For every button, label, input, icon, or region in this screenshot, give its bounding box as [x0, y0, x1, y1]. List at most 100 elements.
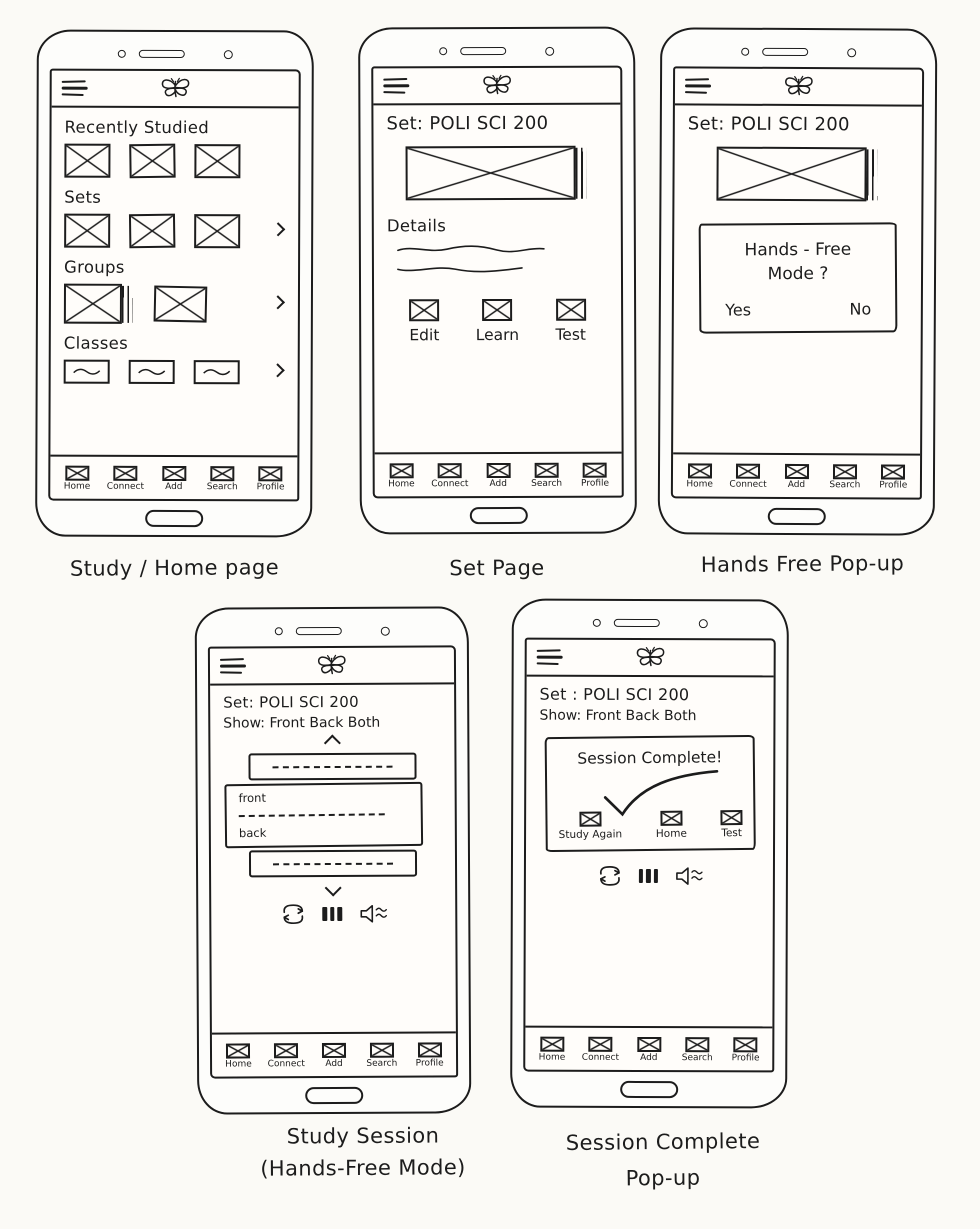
home-hardware-button[interactable]	[767, 507, 826, 526]
nav-connect[interactable]: Connect	[102, 461, 150, 497]
speaker-icon[interactable]	[673, 865, 703, 887]
menu-icon[interactable]	[61, 80, 88, 97]
nav-connect[interactable]: Connect	[577, 1032, 625, 1068]
nav-search[interactable]: Search	[198, 461, 246, 497]
connect-icon	[113, 465, 138, 481]
show-mode-label[interactable]: Show: Front Back Both	[223, 714, 381, 732]
nav-add[interactable]: Add	[311, 1038, 358, 1074]
nav-search[interactable]: Search	[821, 459, 869, 495]
learn-icon	[482, 298, 513, 322]
no-button[interactable]: No	[848, 299, 871, 319]
yes-button[interactable]: Yes	[724, 299, 751, 320]
nav-label: Profile	[731, 1053, 760, 1064]
app-bar	[373, 67, 621, 106]
show-mode-label[interactable]: Show: Front Back Both	[539, 707, 697, 725]
nav-home[interactable]: Home	[528, 1032, 576, 1068]
cards-icon[interactable]	[322, 906, 343, 922]
home-hardware-button[interactable]	[469, 506, 528, 525]
connect-icon	[274, 1043, 299, 1059]
nav-connect[interactable]: Connect	[426, 458, 474, 494]
home-hardware-button[interactable]	[619, 1080, 678, 1099]
menu-icon[interactable]	[536, 649, 563, 666]
test-button[interactable]: Test	[719, 810, 743, 839]
menu-icon[interactable]	[383, 77, 410, 94]
flashcard[interactable]: front back	[224, 781, 424, 849]
test-button[interactable]: Test	[555, 298, 586, 344]
set-thumbnail[interactable]	[194, 214, 241, 249]
phone-top-bezel	[50, 39, 301, 70]
learn-button[interactable]: Learn	[475, 298, 520, 345]
phone-hands-free-popup: Set: POLI SCI 200 Hands - Free Mode ? Ye…	[657, 27, 938, 536]
repeat-icon[interactable]	[279, 903, 307, 925]
home-icon	[389, 463, 414, 479]
group-thumbnail[interactable]	[153, 285, 208, 323]
chevron-right-icon[interactable]	[270, 295, 286, 310]
chevron-down-icon[interactable]	[324, 879, 342, 897]
home-hardware-button[interactable]	[305, 1086, 364, 1105]
speaker-grille	[138, 49, 185, 59]
nav-label: Add	[165, 481, 183, 493]
home-icon	[226, 1043, 251, 1059]
edit-button[interactable]: Edit	[409, 299, 439, 344]
chevron-up-icon[interactable]	[323, 734, 341, 752]
nav-home[interactable]: Home	[53, 461, 101, 497]
nav-home[interactable]: Home	[215, 1038, 262, 1074]
repeat-icon[interactable]	[596, 865, 624, 887]
add-icon	[784, 463, 809, 480]
nav-home[interactable]: Home	[676, 458, 724, 494]
home-button[interactable]: Home	[655, 810, 687, 840]
nav-profile[interactable]: Profile	[870, 459, 918, 495]
group-thumbnail[interactable]	[63, 283, 122, 324]
nav-label: Connect	[267, 1059, 305, 1070]
bottom-nav: Home Connect Add Search Profile	[211, 1031, 457, 1077]
chevron-right-icon[interactable]	[270, 363, 285, 378]
sensor-icon	[223, 49, 233, 59]
class-thumbnail[interactable]	[63, 359, 110, 384]
class-thumbnail[interactable]	[193, 360, 240, 385]
set-thumbnail[interactable]	[128, 213, 176, 249]
set-thumbnail[interactable]	[64, 213, 111, 248]
phone-top-bezel	[208, 615, 456, 646]
set-image-wrap	[387, 145, 608, 201]
nav-connect[interactable]: Connect	[263, 1038, 310, 1074]
nav-label: Search	[366, 1058, 398, 1069]
nav-add[interactable]: Add	[474, 458, 522, 494]
caption-hands-free: Hands Free Pop-up	[700, 551, 905, 577]
nav-add[interactable]: Add	[625, 1032, 673, 1068]
profile-icon	[733, 1037, 758, 1053]
nav-search[interactable]: Search	[673, 1032, 721, 1068]
nav-profile[interactable]: Profile	[247, 461, 295, 497]
set-thumbnail[interactable]	[129, 143, 176, 179]
nav-home[interactable]: Home	[378, 458, 426, 494]
nav-add[interactable]: Add	[150, 461, 198, 497]
nav-label: Add	[325, 1058, 343, 1070]
nav-profile[interactable]: Profile	[571, 458, 619, 494]
nav-add[interactable]: Add	[773, 459, 821, 495]
menu-icon[interactable]	[219, 657, 246, 675]
phone-top-bezel	[673, 36, 924, 67]
home-icon	[687, 463, 712, 479]
speaker-icon[interactable]	[357, 903, 387, 925]
learn-label: Learn	[475, 325, 520, 345]
set-image-placeholder	[405, 145, 576, 201]
add-icon	[486, 462, 511, 479]
class-thumbnail[interactable]	[128, 359, 175, 385]
caption-study-session-line2: (Hands-Free Mode)	[260, 1155, 466, 1181]
chevron-right-icon[interactable]	[271, 222, 286, 237]
session-complete-content: Set : POLI SCI 200 Show: Front Back Both…	[525, 677, 773, 1027]
speaker-grille	[762, 47, 809, 57]
menu-icon[interactable]	[684, 77, 712, 95]
nav-search[interactable]: Search	[523, 458, 571, 494]
nav-profile[interactable]: Profile	[722, 1032, 770, 1068]
phone-study-session: Set: POLI SCI 200 Show: Front Back Both …	[194, 606, 472, 1115]
squiggle-icon	[203, 369, 231, 376]
set-thumbnail[interactable]	[64, 143, 111, 178]
nav-profile[interactable]: Profile	[406, 1037, 453, 1073]
cards-icon[interactable]	[638, 868, 659, 884]
home-label: Home	[655, 827, 687, 840]
home-hardware-button[interactable]	[144, 509, 203, 528]
nav-connect[interactable]: Connect	[724, 459, 772, 495]
study-again-button[interactable]: Study Again	[558, 811, 622, 841]
nav-search[interactable]: Search	[358, 1038, 405, 1074]
set-thumbnail[interactable]	[194, 144, 241, 179]
